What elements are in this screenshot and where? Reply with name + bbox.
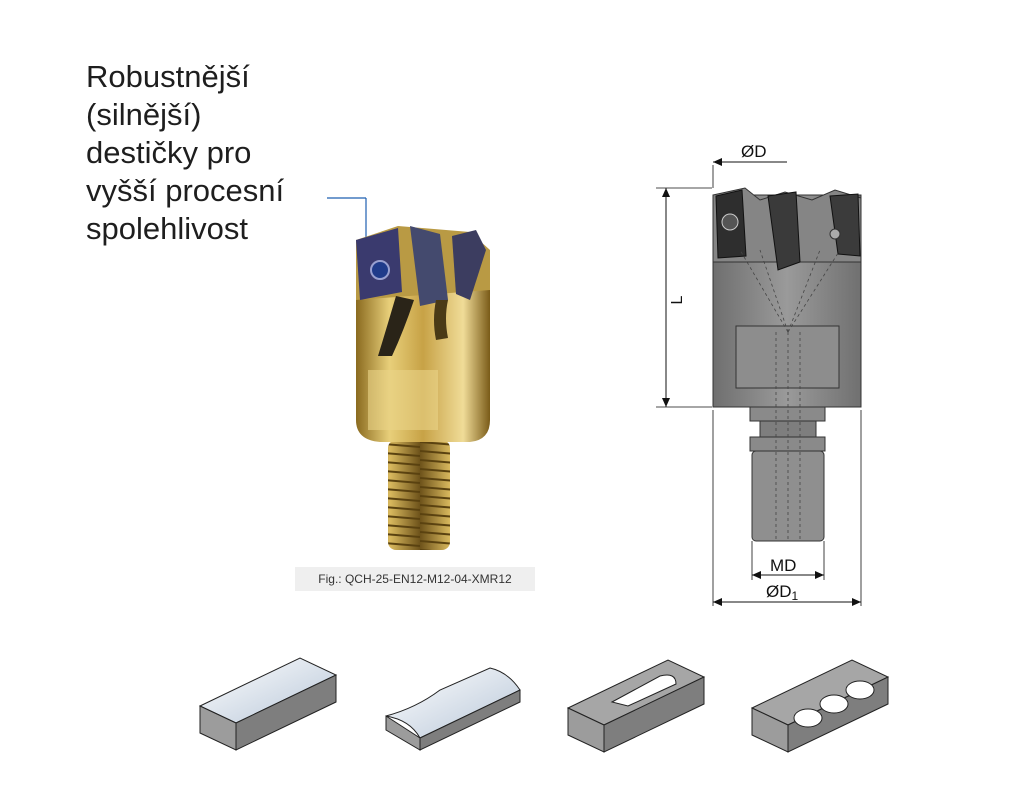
- pocket-milling-icon: [566, 659, 706, 753]
- milling-head-photo: [356, 226, 490, 550]
- length-l-label: L: [669, 295, 686, 304]
- figure-caption: Fig.: QCH-25-EN12-M12-04-XMR12: [295, 567, 535, 591]
- slot-milling-icon: [750, 659, 890, 753]
- profile-milling-icon: [385, 667, 521, 751]
- technical-drawing: [656, 158, 862, 606]
- diameter-d1-label: ØD1: [766, 582, 799, 603]
- diameter-d-label: ØD: [741, 142, 767, 161]
- face-milling-icon: [198, 657, 338, 751]
- feature-headline: Robustnější (silnější) destičky pro vyšš…: [86, 59, 285, 246]
- thread-md-label: MD: [770, 556, 796, 575]
